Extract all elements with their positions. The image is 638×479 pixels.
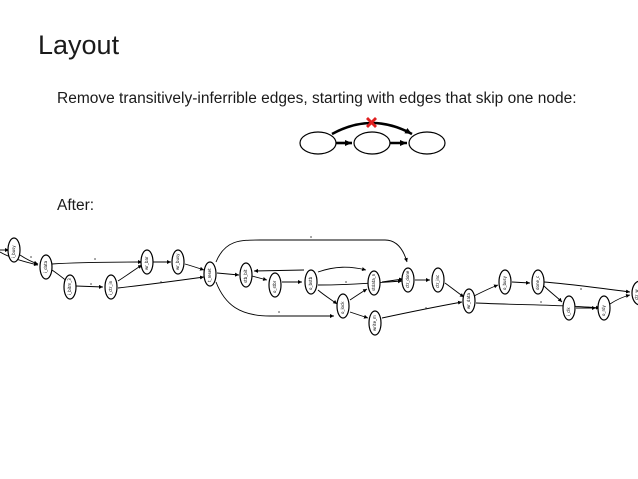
- graph-node: i_busy: [7, 237, 21, 263]
- svg-text:i_data: i_data: [43, 260, 48, 273]
- after-label: After:: [57, 197, 95, 214]
- edge-label: x: [425, 306, 427, 310]
- svg-text:o_rdy: o_rdy: [601, 304, 606, 316]
- graph-node: i_clk: [562, 295, 576, 321]
- graph-edge: [51, 260, 143, 265]
- graph-node: wr_data: [462, 288, 476, 314]
- graph-edge: [75, 284, 104, 289]
- svg-text:stb_bit: stb_bit: [243, 269, 248, 283]
- svg-text:ctr_w: ctr_w: [634, 289, 638, 300]
- removed-x-icon: [366, 117, 377, 128]
- reduced-graph: x x x x x x x x x x i_busy i_data i_bitm…: [0, 235, 638, 336]
- graph-node: ctr_inc: [431, 267, 445, 293]
- graph-edge: [349, 288, 368, 301]
- graph-edge: [349, 311, 369, 319]
- svg-text:o_bstb: o_bstb: [308, 276, 313, 290]
- graph-node: o_busy: [498, 269, 512, 295]
- graph-node: ctr_done: [401, 267, 415, 293]
- graph-edge: [609, 294, 631, 305]
- graph-edge: [317, 266, 367, 273]
- svg-text:ctr_done: ctr_done: [405, 270, 410, 288]
- graph-edge: [543, 285, 563, 303]
- graph-edge: [117, 275, 205, 289]
- graph-node: o_stbr: [268, 272, 282, 298]
- svg-text:o_lock: o_lock: [340, 301, 345, 314]
- svg-text:i_clk: i_clk: [566, 307, 571, 316]
- graph-edge: [184, 263, 205, 271]
- graph-edge: [444, 282, 465, 298]
- edge-label: x: [580, 287, 582, 291]
- graph-edge: [251, 275, 268, 281]
- graph-node: stdata_n: [367, 270, 381, 296]
- graph-edge: [511, 280, 531, 285]
- graph-edge: [475, 302, 601, 310]
- graph-node: i_bitm_3: [63, 274, 77, 300]
- edge-label: x: [310, 235, 312, 239]
- svg-text:done_c: done_c: [535, 276, 540, 290]
- edge-label: x: [30, 255, 32, 259]
- svg-text:wr_bar: wr_bar: [144, 256, 149, 270]
- graph-edge: [19, 254, 39, 265]
- graph-node: wr_busy: [171, 249, 185, 275]
- graph-node: t_reset: [203, 261, 217, 287]
- svg-text:i_ctr_in: i_ctr_in: [108, 280, 113, 295]
- graph-node: write_m: [368, 310, 382, 336]
- graph-edge: [317, 279, 403, 286]
- slide-title: Layout: [38, 30, 120, 60]
- graph-node: done_c: [531, 269, 545, 295]
- transitive-example: [299, 117, 446, 155]
- graph-edge: [317, 289, 338, 305]
- graph-node: o_lock: [336, 293, 350, 319]
- svg-text:wr_data: wr_data: [466, 293, 471, 309]
- graph-edge: [215, 281, 334, 318]
- svg-text:i_busy: i_busy: [11, 245, 16, 258]
- svg-text:t_reset: t_reset: [207, 268, 212, 282]
- graph-edge: [381, 277, 404, 283]
- graph-edge: [543, 281, 631, 294]
- example-node-c: [408, 131, 446, 155]
- edge-label: x: [540, 300, 542, 304]
- graph-node: stb_bit: [239, 262, 253, 288]
- example-node-a: [299, 131, 337, 155]
- example-node-b: [353, 131, 391, 155]
- svg-text:o_stbr: o_stbr: [272, 280, 277, 293]
- edge-label: x: [90, 282, 92, 286]
- svg-text:i_bitm_3: i_bitm_3: [67, 278, 72, 295]
- graph-node: i_data: [39, 254, 53, 280]
- svg-text:ctr_inc: ctr_inc: [435, 275, 440, 288]
- graph-node: o_bstb: [304, 269, 318, 295]
- graph-edge: [215, 239, 408, 263]
- edge-label: x: [278, 310, 280, 314]
- graph-node: wr_bar: [140, 249, 154, 275]
- graph-edge: [117, 264, 143, 282]
- graph-edge: [381, 300, 463, 319]
- graph-edge: [473, 284, 499, 297]
- edge-label: x: [160, 280, 162, 284]
- svg-text:o_busy: o_busy: [502, 275, 507, 290]
- graph-node: o_rdy: [597, 295, 611, 321]
- svg-text:write_m: write_m: [372, 315, 377, 331]
- slide-description: Remove transitively-inferrible edges, st…: [57, 90, 577, 107]
- graph-edge: [216, 272, 240, 277]
- svg-text:wr_busy: wr_busy: [175, 253, 180, 270]
- edge-label: x: [94, 257, 96, 261]
- svg-text:stdata_n: stdata_n: [371, 273, 376, 291]
- graph-node: i_ctr_in: [104, 274, 118, 300]
- graph-edge: [253, 268, 305, 273]
- edge-label: x: [345, 280, 347, 284]
- graph-node: ctr_w: [631, 280, 638, 306]
